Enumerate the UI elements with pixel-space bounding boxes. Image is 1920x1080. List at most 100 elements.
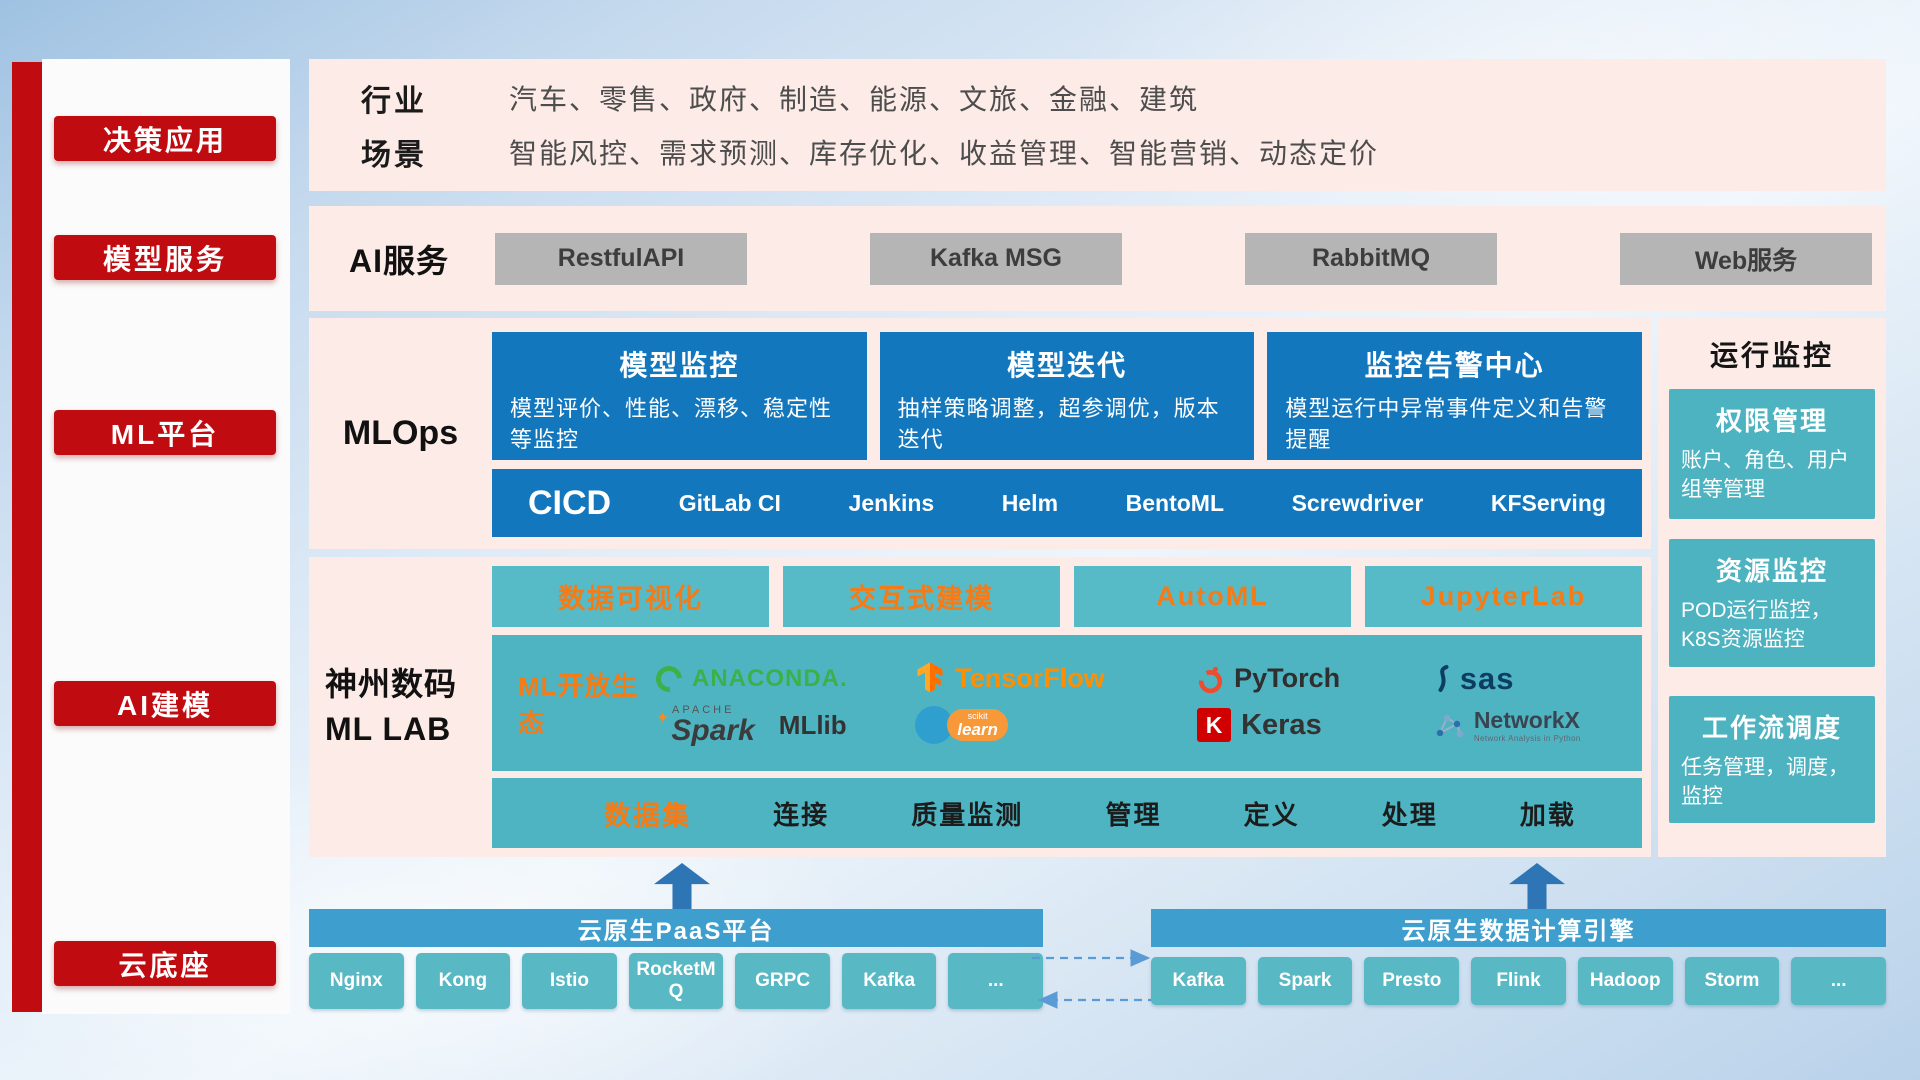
ml-ecosystem-logos: ANACONDA. TensorFlow PyTorch: [650, 660, 1642, 747]
scene-row: 场景 智能风控、需求预测、库存优化、收益管理、智能营销、动态定价: [361, 130, 1886, 174]
scikit-learn-logo: scikit learn: [909, 706, 1191, 744]
card-desc: 账户、角色、用户组等管理: [1681, 449, 1849, 502]
permission-card: 权限管理 账户、角色、用户组等管理: [1669, 389, 1875, 519]
sidebar-item-ai-modeling: AI建模: [54, 681, 276, 726]
pytorch-icon: [1198, 666, 1223, 694]
mllab-panel: 神州数码 ML LAB 数据可视化 交互式建模 AutoML JupyterLa…: [309, 557, 1651, 857]
industry-scene-panel: 行业 汽车、零售、政府、制造、能源、文旅、金融、建筑 场景 智能风控、需求预测、…: [309, 59, 1886, 191]
paas-chip-more: ...: [948, 953, 1044, 1009]
ml-ecosystem-label: ML开放生态: [518, 671, 639, 738]
sidebar: 决策应用 模型服务 ML平台 AI建模 云底座: [42, 59, 290, 1014]
ai-service-panel: AI服务 RestfulAPI Kafka MSG RabbitMQ Web服务: [309, 206, 1886, 311]
tool-data-visualization: 数据可视化: [492, 566, 769, 627]
networkx-logo: NetworkX Network Analysis in Python: [1428, 707, 1642, 743]
paas-chip-rocketmq: RocketMQ: [628, 953, 724, 1009]
dataset-item-quality: 质量监测: [911, 799, 1024, 830]
card-title: 模型迭代: [1007, 350, 1128, 381]
mlops-label: MLOps: [342, 414, 459, 452]
mllab-label-line1: 神州数码: [325, 666, 458, 703]
engine-chip-presto: Presto: [1364, 957, 1460, 1005]
paas-chip-kong: Kong: [415, 953, 511, 1009]
card-title: 工作流调度: [1701, 713, 1842, 743]
spark-mllib-logo: APACHE ✦Spark MLlib: [656, 703, 847, 747]
card-desc: 模型评价、性能、漂移、稳定性等监控: [510, 396, 833, 452]
left-accent-bar: [12, 62, 42, 1012]
paas-chip-nginx: Nginx: [309, 953, 404, 1009]
pytorch-logo: PyTorch: [1191, 663, 1428, 694]
mllab-label-line2: ML LAB: [325, 711, 452, 747]
workflow-scheduler-card: 工作流调度 任务管理，调度，监控: [1669, 696, 1875, 823]
card-title: 监控告警中心: [1364, 350, 1545, 381]
engine-chip-more: ...: [1791, 957, 1887, 1005]
paas-chips: Nginx Kong Istio RocketMQ GRPC Kafka ...: [309, 953, 1044, 1009]
engine-chip-kafka: Kafka: [1151, 957, 1246, 1005]
tool-interactive-modeling: 交互式建模: [783, 566, 1060, 627]
ai-service-label: AI服务: [349, 242, 450, 279]
runtime-monitor-panel: 运行监控 权限管理 账户、角色、用户组等管理 资源监控 POD运行监控，K8S资…: [1658, 318, 1886, 857]
card-desc: 任务管理，调度，监控: [1681, 756, 1849, 809]
sidebar-item-decision-apps: 决策应用: [54, 116, 276, 161]
sidebar-item-model-service: 模型服务: [54, 235, 276, 280]
networkx-icon: [1436, 714, 1464, 737]
anaconda-logo: ANACONDA.: [650, 660, 909, 697]
up-arrow-engine: [1509, 863, 1565, 909]
mlops-cards: 模型监控 模型评价、性能、漂移、稳定性等监控 模型迭代 抽样策略调整，超参调优，…: [492, 332, 1643, 460]
cicd-tool-gitlab-ci: GitLab CI: [678, 489, 781, 516]
model-iteration-card: 模型迭代 抽样策略调整，超参调优，版本迭代: [879, 332, 1255, 460]
scene-label: 场景: [361, 139, 427, 172]
keras-logo: K Keras: [1191, 708, 1428, 742]
mllab-label: 神州数码 ML LAB: [309, 557, 492, 857]
dataset-item-connect: 连接: [773, 799, 830, 830]
tensorflow-logo: TensorFlow: [909, 662, 1191, 695]
dataset-item-define: 定义: [1243, 799, 1300, 830]
dataset-item-manage: 管理: [1105, 799, 1162, 830]
runtime-monitor-title: 运行监控: [1709, 340, 1834, 371]
sas-icon: [1438, 664, 1449, 692]
ml-ecosystem-box: ML开放生态 ANACONDA. TensorFlow: [492, 635, 1642, 771]
card-title: 资源监控: [1715, 556, 1828, 586]
card-title: 权限管理: [1715, 406, 1828, 436]
sidebar-item-cloud-base: 云底座: [54, 941, 276, 986]
cicd-label: CICD: [528, 483, 612, 522]
industry-row: 行业 汽车、零售、政府、制造、能源、文旅、金融、建筑: [361, 76, 1886, 120]
scene-list: 智能风控、需求预测、库存优化、收益管理、智能营销、动态定价: [509, 138, 1380, 169]
model-monitoring-card: 模型监控 模型评价、性能、漂移、稳定性等监控: [492, 332, 867, 460]
card-desc: 模型运行中异常事件定义和告警提醒: [1285, 396, 1608, 452]
industry-list: 汽车、零售、政府、制造、能源、文旅、金融、建筑: [509, 84, 1200, 115]
engine-chips: Kafka Spark Presto Flink Hadoop Storm ..…: [1151, 957, 1887, 1005]
cicd-bar: CICD GitLab CI Jenkins Helm BentoML Scre…: [492, 469, 1642, 537]
engine-chip-storm: Storm: [1684, 957, 1780, 1005]
exchange-arrows: [1032, 949, 1156, 1009]
tool-automl: AutoML: [1074, 566, 1351, 627]
cicd-tool-screwdriver: Screwdriver: [1291, 489, 1424, 516]
card-desc: 抽样策略调整，超参调优，版本迭代: [897, 396, 1220, 452]
engine-chip-hadoop: Hadoop: [1577, 957, 1673, 1005]
ai-service-rabbitmq: RabbitMQ: [1245, 232, 1497, 285]
alert-center-card: 监控告警中心 模型运行中异常事件定义和告警提醒: [1267, 332, 1643, 460]
engine-chip-flink: Flink: [1471, 957, 1566, 1005]
tensorflow-icon: [917, 662, 943, 693]
card-desc: POD运行监控，K8S资源监控: [1681, 599, 1832, 652]
dataset-bar: 数据集 连接 质量监测 管理 定义 处理 加载: [492, 778, 1642, 848]
ai-service-web: Web服务: [1620, 232, 1872, 285]
keras-k-icon: K: [1197, 708, 1232, 742]
cicd-tool-bentoml: BentoML: [1125, 489, 1224, 516]
mllab-tools: 数据可视化 交互式建模 AutoML JupyterLab: [492, 566, 1642, 627]
mlops-panel: MLOps 模型监控 模型评价、性能、漂移、稳定性等监控 模型迭代 抽样策略调整…: [309, 318, 1651, 549]
sas-logo: sas: [1428, 661, 1642, 697]
ai-service-kafka-msg: Kafka MSG: [870, 232, 1122, 285]
anaconda-icon: [650, 660, 688, 697]
dataset-item-process: 处理: [1381, 799, 1438, 830]
cicd-tool-kfserving: KFServing: [1490, 489, 1606, 516]
dataset-item-load: 加载: [1519, 799, 1576, 830]
cicd-tool-jenkins: Jenkins: [848, 489, 935, 516]
scikit-blue-circle-icon: [915, 706, 954, 744]
resource-monitor-card: 资源监控 POD运行监控，K8S资源监控: [1669, 539, 1875, 667]
paas-chip-grpc: GRPC: [735, 953, 830, 1009]
ai-service-restfulapi: RestfulAPI: [495, 232, 747, 285]
engine-chip-spark: Spark: [1257, 957, 1353, 1005]
tool-jupyterlab: JupyterLab: [1365, 566, 1642, 627]
scikit-learn-badge: scikit learn: [947, 709, 1008, 741]
spark-star-icon: ✦: [656, 709, 670, 727]
